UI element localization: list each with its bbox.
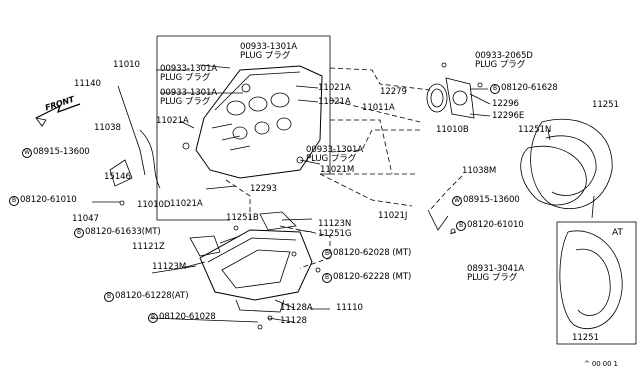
callout-11038m: 11038M xyxy=(462,166,497,176)
callout-11047: 11047 xyxy=(72,214,99,224)
callout-12279: 12279 xyxy=(380,87,407,97)
callout-11021a-4: 11021A xyxy=(170,199,203,209)
callout-11251n: 11251N xyxy=(518,125,552,135)
callout-11140: 11140 xyxy=(74,79,101,89)
bolt-symbol-icon: B xyxy=(74,228,84,238)
inset-at-label: AT xyxy=(612,228,623,238)
bolt-symbol-icon: B xyxy=(322,273,332,283)
callout-11128a: 11128A xyxy=(280,303,313,313)
callout-11123n: 11123N xyxy=(318,219,352,229)
callout-11021a-2: 11021A xyxy=(318,97,351,107)
callout-11251b: 11251B xyxy=(226,213,259,223)
callout-11110: 11110 xyxy=(336,303,363,313)
footer-code: ^ 00 00 1 xyxy=(584,360,618,368)
callout-11021a-1: 11021A xyxy=(318,83,351,93)
callout-11021j: 11021J xyxy=(378,211,408,221)
bolt-symbol-icon: B xyxy=(456,221,466,231)
callout-11251g: 11251G xyxy=(318,229,352,239)
callout-15146: 15146 xyxy=(104,172,131,182)
callout-11021m: 11021M xyxy=(320,165,355,175)
callout-11038: 11038 xyxy=(94,123,121,133)
callout-11128: 11128 xyxy=(280,316,307,326)
callout-11011a: 11011A xyxy=(362,103,395,113)
bolt-symbol-icon: B xyxy=(104,292,114,302)
callout-11251-inset: 11251 xyxy=(572,333,599,343)
washer-symbol-icon: W xyxy=(22,148,32,158)
callout-12296: 12296 xyxy=(492,99,519,109)
bolt-symbol-icon: B xyxy=(490,84,500,94)
callout-11010d: 11010D xyxy=(137,200,171,210)
bolt-symbol-icon: B xyxy=(9,196,19,206)
callout-12296e: 12296E xyxy=(492,111,525,121)
callout-11251: 11251 xyxy=(592,100,619,110)
callout-11010: 11010 xyxy=(113,60,140,70)
washer-symbol-icon: W xyxy=(452,196,462,206)
callout-11021a-3: 11021A xyxy=(156,116,189,126)
bolt-symbol-icon: B xyxy=(322,249,332,259)
bolt-symbol-icon: B xyxy=(148,313,158,323)
callout-12293: 12293 xyxy=(250,184,277,194)
callout-11010b: 11010B xyxy=(436,125,469,135)
callout-11123m: 11123M xyxy=(152,262,187,272)
callout-11121z: 11121Z xyxy=(132,242,165,252)
